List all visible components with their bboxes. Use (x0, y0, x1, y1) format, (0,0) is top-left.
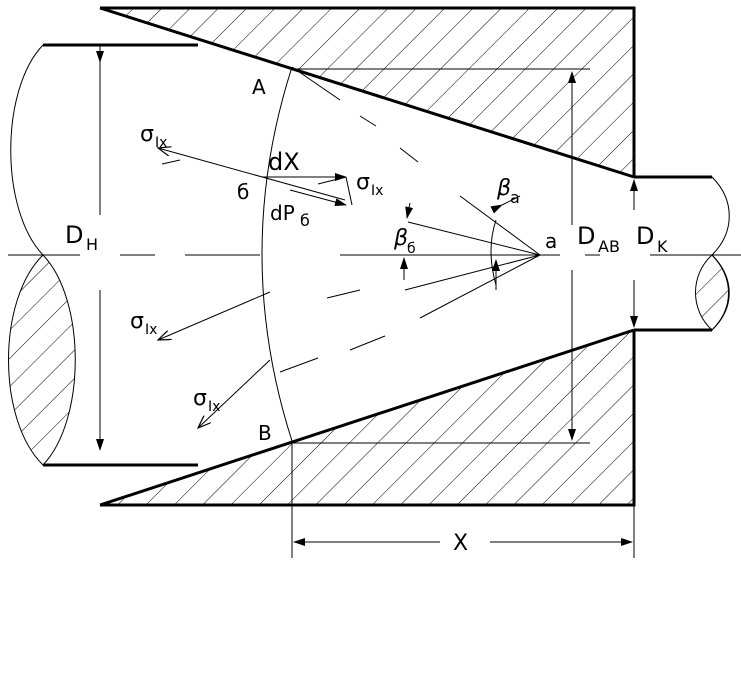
label-apex-a: a (545, 229, 557, 253)
label-sigma-4-sub: Ix (208, 399, 220, 415)
label-dp: dP (270, 201, 295, 225)
force-triangle (263, 173, 353, 207)
label-dp-sub: б (300, 211, 310, 230)
label-sigma-1-sub: Ix (155, 135, 167, 151)
label-d-k: D (636, 222, 654, 250)
label-sigma-2: σ (356, 170, 370, 195)
label-d-ab-sub: AB (598, 237, 620, 256)
label-sigma-3-sub: Ix (145, 322, 157, 338)
output-wire (634, 175, 730, 332)
label-sigma-4: σ (193, 386, 207, 411)
label-beta-b-sub: б (407, 241, 416, 257)
d-ab-extension-lines (291, 68, 635, 558)
deformation-boundary-arc (261, 66, 293, 442)
label-point-b: B (258, 421, 272, 445)
label-sigma-3: σ (130, 309, 144, 334)
input-billet (8, 43, 198, 467)
label-point-a: A (252, 75, 266, 99)
label-d-k-sub: K (657, 237, 668, 256)
label-beta-a-sub: a (510, 188, 520, 207)
label-dx: dX (268, 148, 300, 176)
label-beta-b: β (393, 226, 408, 251)
label-point-b-curve: б (237, 180, 249, 204)
label-x-dimension: X (453, 531, 468, 556)
stress-arrows (158, 148, 346, 428)
construction-rays (279, 66, 541, 373)
label-d-ab: D (577, 222, 595, 250)
label-sigma-2-sub: Ix (371, 183, 383, 199)
die-body-upper (99, 6, 636, 179)
angle-marks (400, 195, 541, 291)
die-body-lower (99, 328, 636, 507)
label-d-h: D (65, 221, 83, 249)
label-sigma-1: σ (140, 122, 154, 147)
label-d-h-sub: Н (86, 235, 98, 254)
label-beta-a: β (496, 176, 511, 201)
